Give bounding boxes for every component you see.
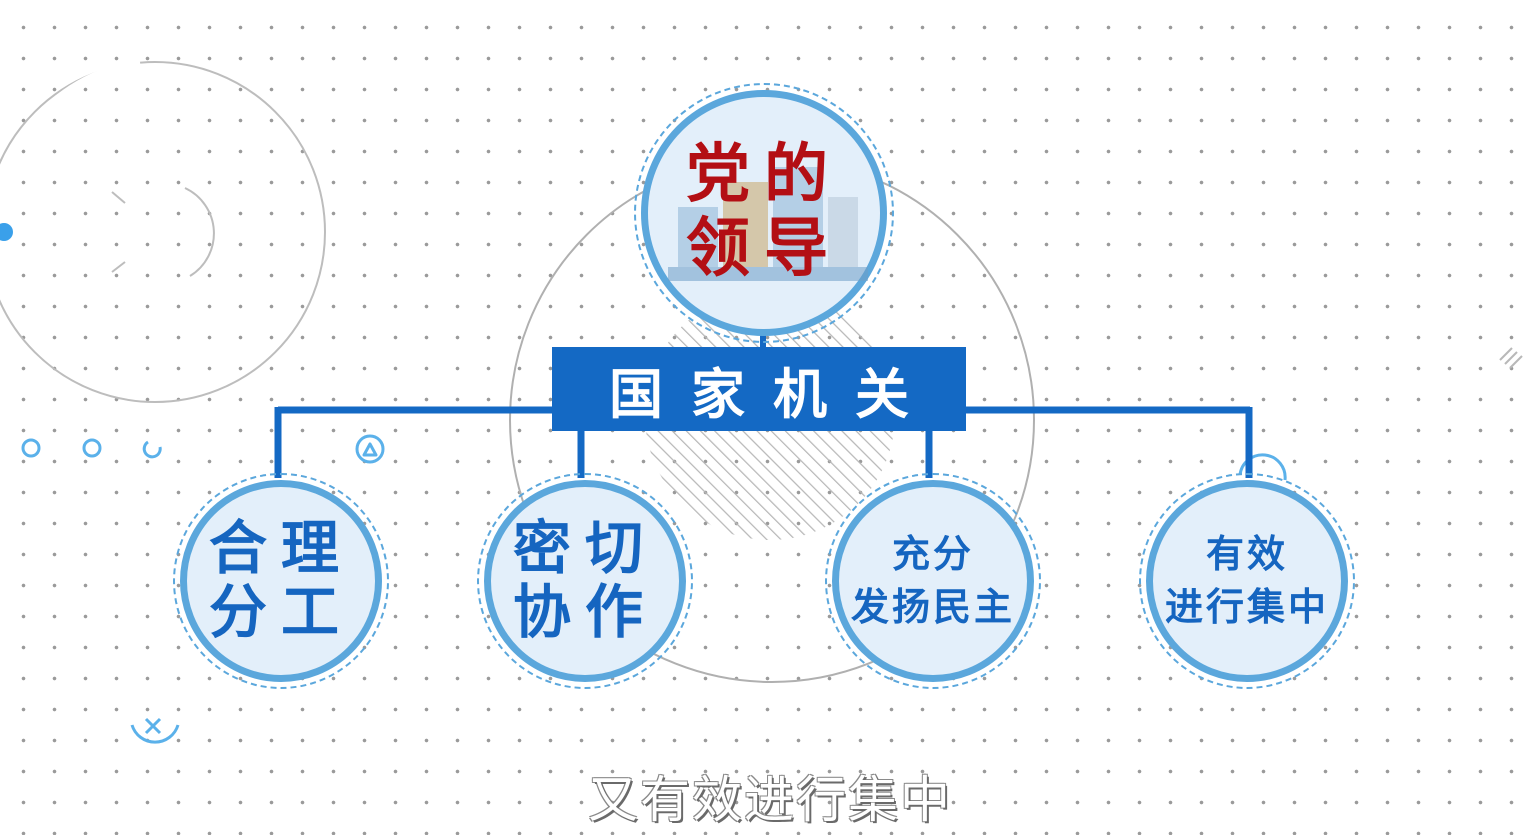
center-label: 国家机关 [609,362,937,426]
child-2-line1: 密切 [512,514,657,583]
node-child-3: 充分 发扬民主 [825,473,1041,689]
node-party-leadership: 党的 领导 [634,83,894,343]
child-1-line1: 合理 [208,514,353,583]
center-label-box: 国家机关 [552,347,966,431]
deco-dot [0,223,13,241]
top-node-line2: 领导 [686,212,842,286]
deco-circle-left [0,61,326,403]
subtitle-caption: 又有效进行集中 [588,771,952,829]
child-4-line2: 进行集中 [1164,585,1329,629]
node-child-4: 有效 进行集中 [1139,473,1355,689]
node-child-1: 合理 分工 [173,473,389,689]
child-3-line2: 发扬民主 [850,585,1015,629]
building-icon [668,167,868,281]
node-child-2: 密切 协作 [477,473,693,689]
child-1-line2: 分工 [208,578,353,646]
child-2-line2: 协作 [512,578,657,646]
child-3-line1: 充分 [891,531,974,576]
top-node-line1: 党的 [686,138,842,213]
child-4-line1: 有效 [1205,531,1288,576]
